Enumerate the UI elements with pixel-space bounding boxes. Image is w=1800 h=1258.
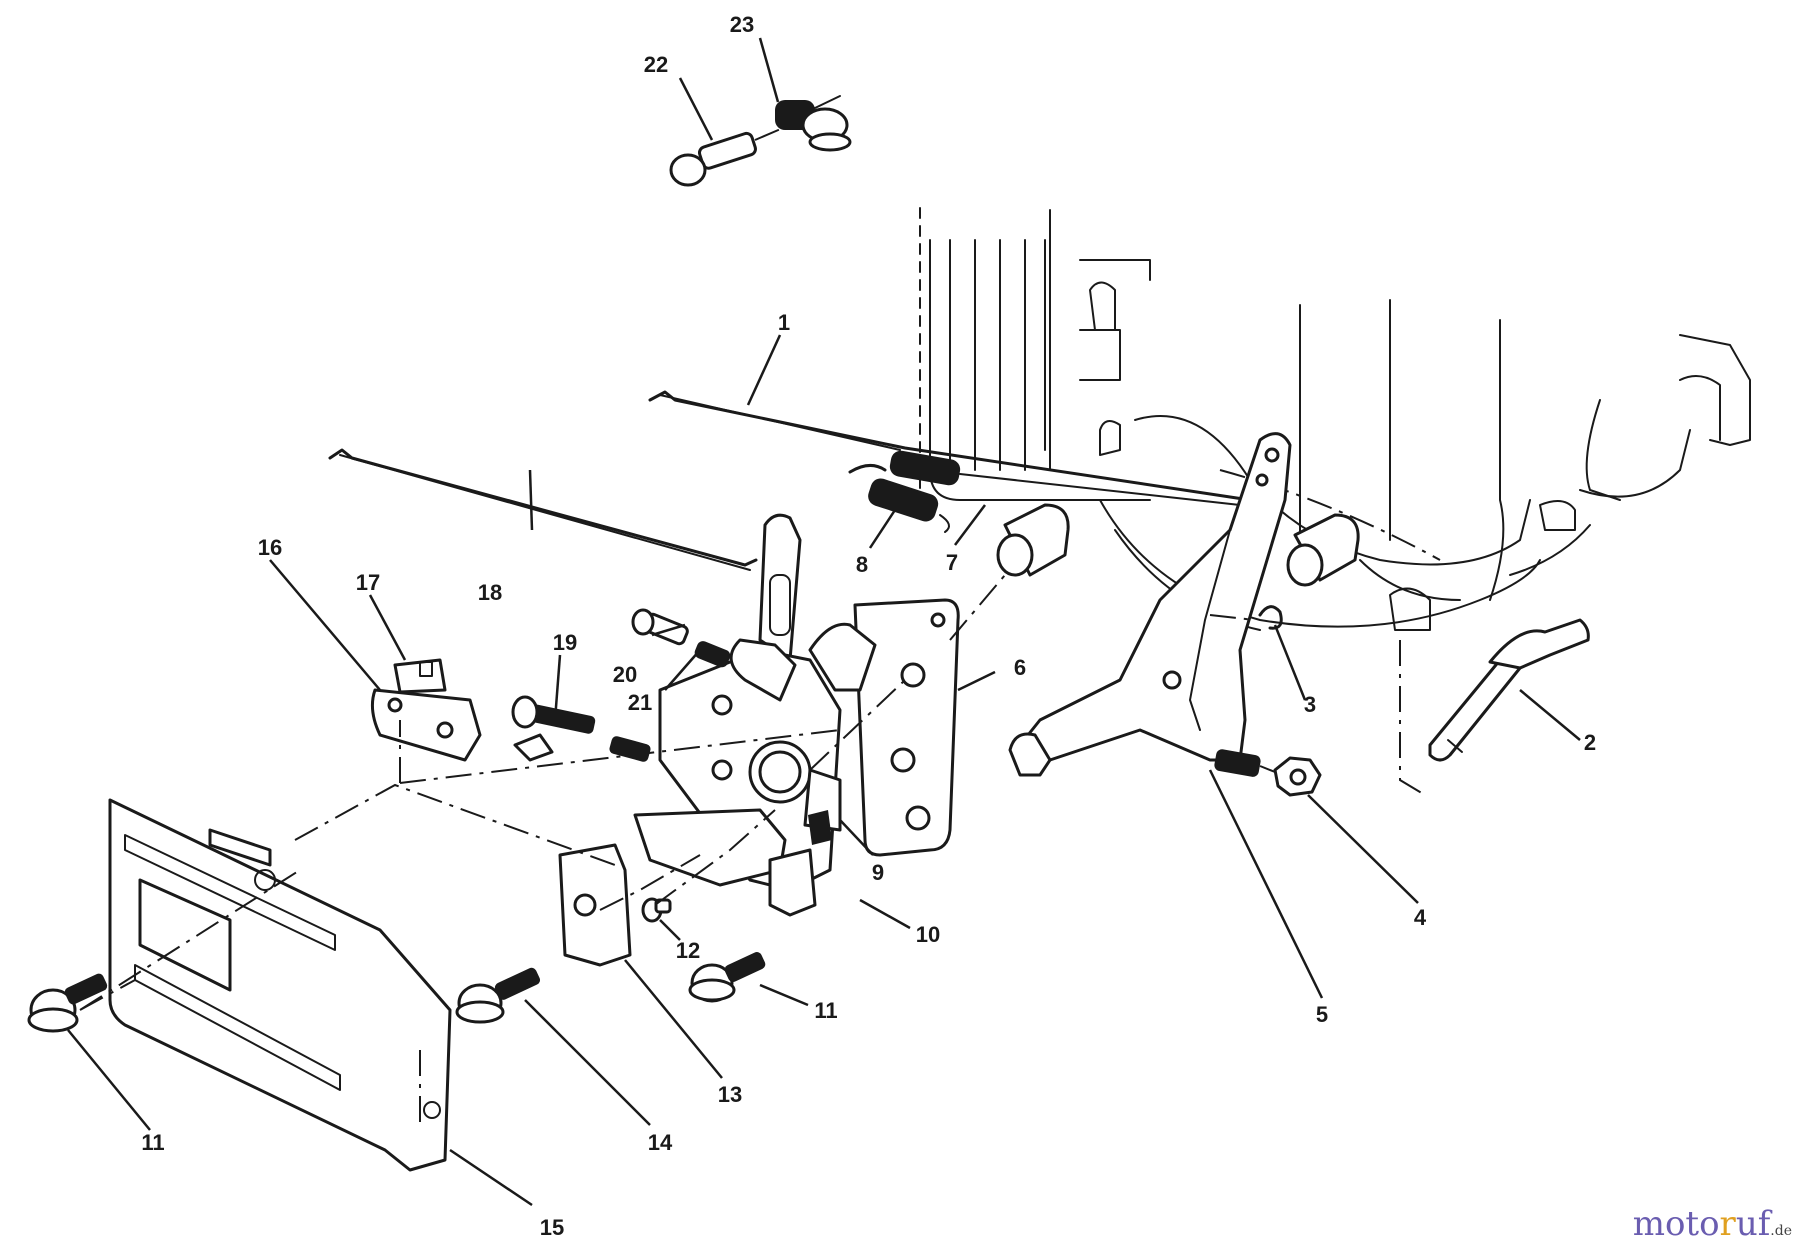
callout-9: 9 xyxy=(872,860,884,885)
part-18-throttle-rod xyxy=(328,448,758,571)
part-12-pin xyxy=(641,897,672,923)
callout-6: 6 xyxy=(1014,655,1026,680)
watermark-logo: motoruf.de xyxy=(1633,1204,1792,1244)
part-4-nut xyxy=(1259,756,1322,797)
assembly-lines xyxy=(79,574,1256,1011)
callout-10: 10 xyxy=(916,922,940,947)
callout-5: 5 xyxy=(1316,1002,1328,1027)
callout-16: 16 xyxy=(258,535,282,560)
watermark-part-b: r xyxy=(1719,1204,1736,1244)
callout-23: 23 xyxy=(730,12,754,37)
part-15-cover xyxy=(108,798,452,1172)
callout-17: 17 xyxy=(356,570,380,595)
callout-8: 8 xyxy=(856,552,868,577)
callout-22: 22 xyxy=(644,52,668,77)
watermark-part-a: moto xyxy=(1632,1204,1720,1244)
part-3-clip xyxy=(1258,605,1283,630)
callout-4: 4 xyxy=(1414,905,1427,930)
part-20-screw xyxy=(631,608,689,646)
callout-21: 21 xyxy=(628,690,652,715)
callout-labels: 23 22 1 2 3 4 5 6 7 8 9 10 11 12 13 14 1… xyxy=(141,12,1596,1240)
engine-block xyxy=(919,207,1751,796)
callout-12: 12 xyxy=(676,938,700,963)
part-19-screw xyxy=(511,695,651,762)
callout-15: 15 xyxy=(540,1215,564,1240)
callout-7: 7 xyxy=(946,550,958,575)
callout-11-lower: 11 xyxy=(141,1130,164,1155)
callout-13: 13 xyxy=(718,1082,742,1107)
callout-18: 18 xyxy=(478,580,502,605)
control-plate xyxy=(633,513,877,917)
callout-19: 19 xyxy=(553,630,577,655)
callout-1: 1 xyxy=(778,310,790,335)
part-1-link-rod xyxy=(648,390,1252,502)
part-8-spring xyxy=(848,464,950,533)
part-5-governor-lever xyxy=(1008,432,1292,777)
callout-11-upper: 11 xyxy=(814,998,837,1023)
callout-3: 3 xyxy=(1304,692,1316,717)
leader-lines xyxy=(67,37,1581,1207)
part-11-bolt-upper xyxy=(688,952,766,1003)
callout-2: 2 xyxy=(1584,730,1596,755)
part-2-shaft xyxy=(1428,618,1590,762)
part-17-clip xyxy=(393,658,447,694)
part-14-bolt xyxy=(455,967,541,1024)
part-13-bracket xyxy=(558,843,632,967)
watermark-part-d: .de xyxy=(1770,1223,1792,1239)
boss xyxy=(996,503,1360,587)
part-11-bolt-lower xyxy=(27,973,108,1033)
part-22-screw xyxy=(669,124,791,187)
callout-14: 14 xyxy=(648,1130,673,1155)
callout-20: 20 xyxy=(613,662,637,687)
watermark-part-c: uf xyxy=(1735,1204,1771,1244)
part-21-spring xyxy=(694,641,731,668)
part-16-plate xyxy=(370,688,482,762)
part-6-bracket xyxy=(853,598,960,857)
part-23-swivel xyxy=(775,95,852,152)
